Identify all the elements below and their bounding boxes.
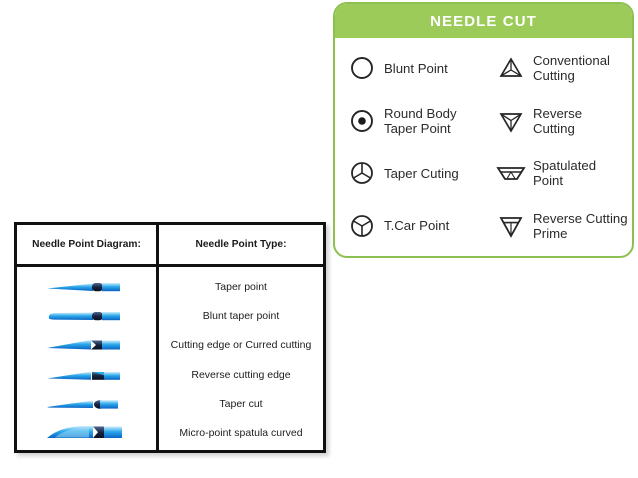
needle-cut-item-t-car-point[interactable]: T.Car Point — [343, 200, 488, 253]
table-cell-type: Taper cut — [219, 397, 263, 410]
needle-cut-card-body: Blunt Point Conventional Cutting — [335, 38, 632, 256]
needle-cut-item-round-body-taper-point[interactable]: Round Body Taper Point — [343, 95, 488, 148]
conventional-cutting-triangle-icon — [496, 53, 526, 83]
table-cell-type: Reverse cutting edge — [191, 368, 291, 381]
table-cell-type: Micro-point spatula curved — [179, 427, 303, 440]
needle-cut-card-header: NEEDLE CUT — [335, 4, 632, 38]
table-row — [17, 360, 156, 389]
needle-point-diagram-column — [17, 267, 159, 453]
needle-point-table: Needle Point Diagram: Needle Point Type: — [14, 222, 326, 453]
table-row — [17, 389, 156, 418]
needle-cut-label: T.Car Point — [384, 218, 450, 234]
table-row — [17, 331, 156, 360]
needle-cut-label: Taper Cuting — [384, 165, 459, 181]
blunt-taper-point-needle-diagram — [45, 307, 129, 325]
reverse-cutting-edge-needle-diagram — [45, 366, 129, 384]
table-cell-type: Taper point — [215, 280, 267, 293]
needle-cut-label: Conventional Cutting — [533, 53, 610, 84]
table-cell-type: Blunt taper point — [202, 309, 280, 322]
needle-cut-item-blunt-point[interactable]: Blunt Point — [343, 42, 488, 95]
micro-point-spatula-curved-needle-diagram — [45, 423, 129, 443]
needle-cut-label: Spatulated Point — [533, 158, 597, 189]
needle-point-table-body: Taper point Blunt taper point Cutting ed… — [17, 267, 323, 453]
needle-cut-label: Round Body Taper Point — [384, 105, 457, 136]
column-header-needle-point-type: Needle Point Type: — [195, 239, 287, 250]
table-row — [17, 419, 156, 448]
needle-cut-item-conventional-cutting[interactable]: Conventional Cutting — [488, 42, 632, 95]
needle-cut-title: NEEDLE CUT — [430, 12, 537, 30]
needle-cut-grid: Blunt Point Conventional Cutting — [343, 42, 628, 253]
taper-point-needle-diagram — [45, 278, 129, 296]
needle-cut-label: Reverse Cutting Prime — [533, 210, 628, 241]
table-row — [17, 301, 156, 330]
spatulated-point-trapezoid-icon — [496, 158, 526, 188]
needle-cut-label: Reverse Cutting — [533, 105, 583, 136]
table-cell-type: Cutting edge or Curred cutting — [170, 339, 312, 352]
needle-cut-card: NEEDLE CUT Blunt Point — [333, 2, 634, 258]
round-body-taper-point-icon — [347, 106, 377, 136]
needle-cut-item-reverse-cutting[interactable]: Reverse Cutting — [488, 95, 632, 148]
needle-cut-item-spatulated-point[interactable]: Spatulated Point — [488, 147, 632, 200]
needle-point-type-column: Taper point Blunt taper point Cutting ed… — [159, 267, 323, 453]
blunt-point-circle-icon — [347, 53, 377, 83]
reverse-cutting-prime-triangle-icon — [496, 211, 526, 241]
t-car-point-spoke-icon — [347, 211, 377, 241]
table-row — [17, 272, 156, 301]
reverse-cutting-triangle-icon — [496, 106, 526, 136]
needle-cut-item-reverse-cutting-prime[interactable]: Reverse Cutting Prime — [488, 200, 632, 253]
needle-cut-label: Blunt Point — [384, 60, 448, 76]
needle-cut-item-taper-cuting[interactable]: Taper Cuting — [343, 147, 488, 200]
cutting-edge-needle-diagram — [45, 336, 129, 354]
needle-point-table-header-row: Needle Point Diagram: Needle Point Type: — [17, 225, 323, 267]
column-header-needle-point-diagram: Needle Point Diagram: — [17, 225, 159, 264]
taper-cut-needle-diagram — [45, 395, 129, 413]
taper-cuting-spoke-icon — [347, 158, 377, 188]
